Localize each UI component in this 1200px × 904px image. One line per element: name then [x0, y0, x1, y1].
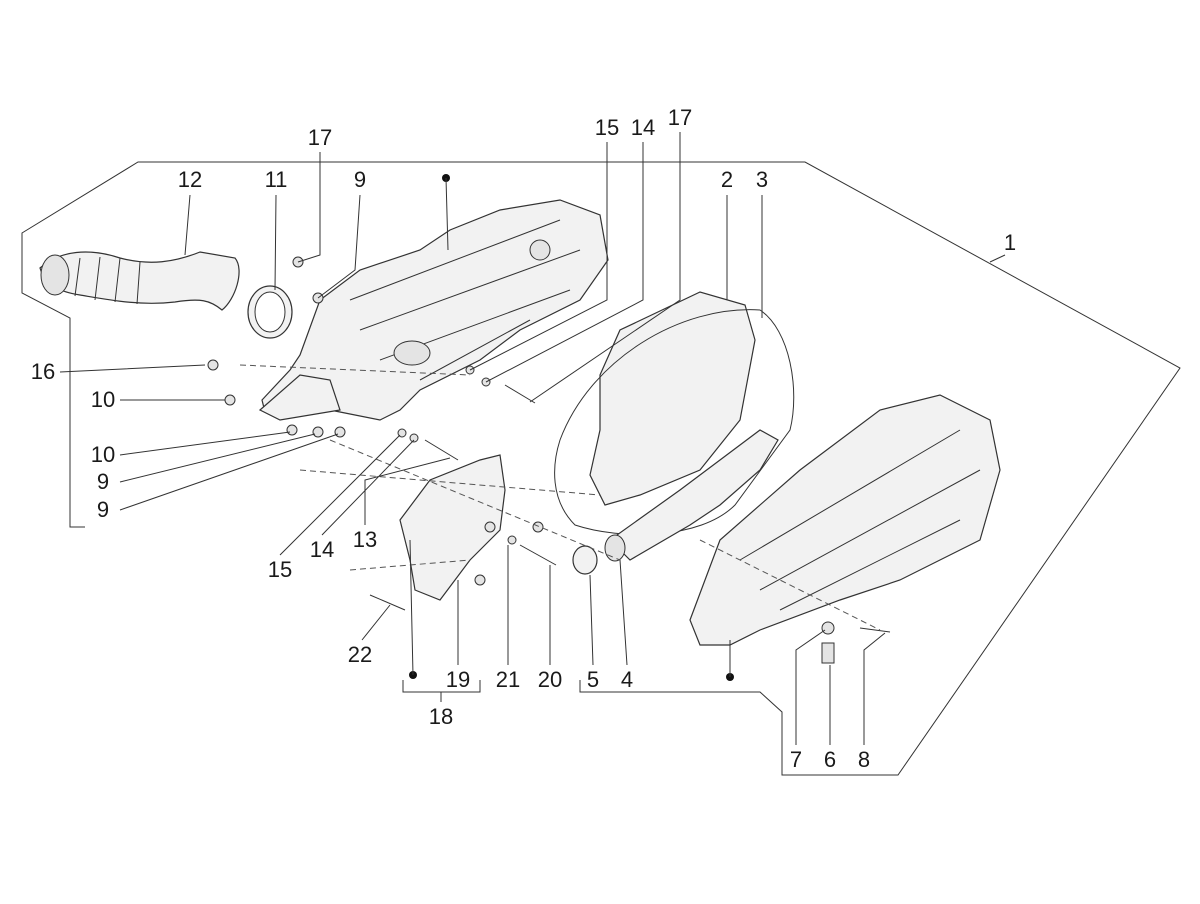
bracket-18: [402, 680, 481, 702]
callout-22: 22: [347, 642, 373, 667]
callout-10: 10: [90, 387, 116, 412]
callout-10: 10: [90, 442, 116, 467]
callout-2: 2: [720, 167, 734, 192]
callout-20: 20: [537, 667, 563, 692]
intake-duct: [609, 429, 779, 561]
callout-11: 11: [264, 167, 288, 192]
air-filter-housing-base: [689, 394, 1001, 646]
air-filter-housing-cover: [261, 199, 609, 421]
callout-3: 3: [755, 167, 769, 192]
callout-9: 9: [96, 469, 110, 494]
callout-1: 1: [1003, 230, 1017, 255]
callout-9: 9: [353, 167, 367, 192]
callout-13: 13: [352, 527, 378, 552]
callout-19: 19: [445, 667, 471, 692]
callout-6: 6: [823, 747, 837, 772]
filter-element: [589, 291, 756, 506]
callout-17: 17: [307, 125, 333, 150]
callout-12: 12: [177, 167, 203, 192]
assembly-outline: [21, 161, 1181, 776]
callout-21: 21: [495, 667, 521, 692]
callout-15: 15: [267, 557, 293, 582]
callout-16: 16: [30, 359, 56, 384]
callout-18: 18: [428, 704, 454, 729]
callout-14: 14: [630, 115, 656, 140]
callout-17: 17: [667, 105, 693, 130]
leader-lines: [59, 132, 886, 745]
callout-5: 5: [586, 667, 600, 692]
callout-7: 7: [789, 747, 803, 772]
callout-8: 8: [857, 747, 871, 772]
mounting-bracket: [399, 454, 506, 601]
hose-clamp: [572, 545, 598, 575]
callout-9: 9: [96, 497, 110, 522]
support-arm: [258, 374, 341, 421]
callout-15: 15: [594, 115, 620, 140]
intake-pipe: [39, 251, 240, 311]
callout-4: 4: [620, 667, 634, 692]
gasket: [554, 309, 795, 535]
callout-14: 14: [309, 537, 335, 562]
